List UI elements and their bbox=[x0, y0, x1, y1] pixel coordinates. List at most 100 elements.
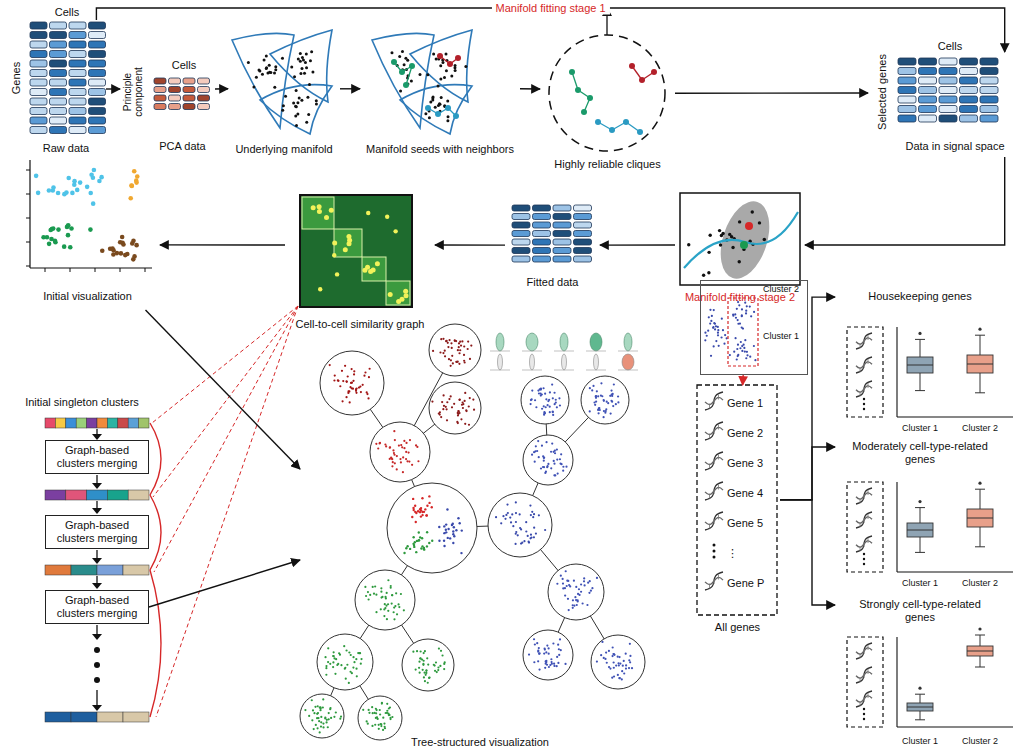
cell-dot bbox=[344, 365, 346, 367]
matrix-cell bbox=[154, 87, 166, 93]
gene-class-panel: Strongly cell-type-related genesCluster … bbox=[835, 598, 1020, 753]
arrow-head bbox=[92, 508, 102, 514]
cell-dot bbox=[135, 174, 140, 179]
cell-dot bbox=[341, 370, 343, 372]
cell-dot bbox=[619, 663, 621, 665]
node-text: Gene 3 bbox=[727, 457, 777, 470]
cell-dot bbox=[534, 461, 536, 463]
matrix-cell bbox=[512, 222, 530, 228]
cell-dot bbox=[562, 470, 564, 472]
clique-dot bbox=[575, 87, 581, 93]
cell-dot bbox=[389, 446, 391, 448]
cell-dot bbox=[738, 220, 741, 223]
cell-dot bbox=[344, 667, 346, 669]
dna-icon bbox=[856, 333, 872, 349]
cluster-bar bbox=[45, 490, 66, 500]
annotation: Initial singleton clusters bbox=[25, 396, 139, 409]
cell-dot bbox=[381, 596, 383, 598]
cell-dot bbox=[99, 175, 104, 180]
cell-dot bbox=[529, 537, 531, 539]
cell-dot bbox=[62, 244, 67, 249]
cell-dot bbox=[371, 706, 373, 708]
cell-dot bbox=[609, 668, 611, 670]
cell-dot bbox=[403, 447, 405, 449]
matrix-cell bbox=[89, 22, 106, 29]
art-line bbox=[718, 515, 719, 520]
cell-dot bbox=[399, 458, 401, 460]
cell-dot bbox=[66, 223, 71, 228]
dna-strand bbox=[705, 457, 723, 464]
art-line bbox=[967, 651, 993, 652]
tree-node bbox=[300, 694, 344, 738]
art-line bbox=[864, 673, 865, 678]
cell-dot bbox=[428, 542, 430, 544]
cell-dot bbox=[420, 515, 422, 517]
cell-dot bbox=[92, 168, 97, 173]
matrix-cell bbox=[50, 117, 67, 124]
ellipsis-dot bbox=[863, 558, 865, 560]
cell-dot bbox=[380, 596, 382, 598]
clique-dot bbox=[403, 82, 409, 88]
matrix-cell bbox=[939, 96, 957, 103]
cell-dot bbox=[390, 51, 393, 54]
matrix-cell bbox=[50, 108, 67, 115]
node-title: Cluster 2 bbox=[763, 284, 807, 295]
graph-panel: Cell-to-cell similarity graph bbox=[285, 192, 435, 334]
cell-dot bbox=[47, 188, 52, 193]
clique-dot bbox=[609, 127, 615, 133]
outlier bbox=[978, 328, 981, 331]
cluster-bar bbox=[123, 565, 149, 575]
cell-dot bbox=[545, 398, 547, 400]
tree-node bbox=[429, 324, 481, 376]
cell-dot bbox=[353, 370, 355, 372]
cell-dot bbox=[512, 525, 514, 527]
matrix-cell bbox=[89, 127, 106, 134]
cell-dot bbox=[531, 398, 533, 400]
cell-dot bbox=[452, 533, 454, 535]
cell-dot bbox=[369, 368, 371, 370]
cell-dot bbox=[552, 411, 554, 413]
cell-dot bbox=[711, 315, 713, 317]
cell-dot bbox=[409, 548, 411, 550]
cell-dot bbox=[589, 580, 591, 582]
cell-dot bbox=[555, 399, 557, 401]
cell-dot bbox=[565, 466, 567, 468]
cell-dot bbox=[595, 395, 597, 397]
cell-dot bbox=[556, 458, 558, 460]
cell-dot bbox=[438, 526, 440, 528]
cell-dot bbox=[566, 585, 568, 587]
matrix-cell bbox=[960, 77, 978, 84]
cell-dot bbox=[304, 61, 307, 64]
matrix-cell bbox=[69, 60, 86, 67]
cell-dot bbox=[295, 105, 298, 108]
matrix-cell bbox=[919, 68, 937, 75]
matrix-cell bbox=[533, 256, 551, 262]
cell-dot bbox=[596, 577, 598, 579]
cell-dot bbox=[536, 642, 538, 644]
ellipsis-dot bbox=[863, 563, 865, 565]
cell-dot bbox=[425, 669, 427, 671]
cell-dot bbox=[545, 660, 547, 662]
violin bbox=[526, 333, 538, 351]
matrix-cell bbox=[898, 115, 916, 122]
cell-dot bbox=[97, 179, 102, 184]
cell-dot bbox=[366, 211, 370, 215]
dna-strand bbox=[856, 696, 872, 702]
cell-dot bbox=[324, 215, 329, 220]
art-line bbox=[618, 370, 638, 371]
art-line bbox=[96, 501, 97, 509]
cell-dot bbox=[69, 226, 74, 231]
cell-dot bbox=[296, 112, 299, 115]
art-line bbox=[26, 242, 30, 243]
ellipsis-dot bbox=[94, 647, 100, 653]
dna-icon bbox=[856, 667, 872, 683]
cell-dot bbox=[367, 723, 369, 725]
cell-dot bbox=[536, 450, 538, 452]
cell-dot bbox=[597, 412, 599, 414]
cell-dot bbox=[572, 599, 574, 601]
cell-dot bbox=[332, 253, 336, 257]
cell-dot bbox=[382, 729, 384, 731]
cell-dot bbox=[66, 233, 71, 238]
node-title: Gene 1 bbox=[727, 397, 777, 410]
cell-dot bbox=[334, 673, 336, 675]
